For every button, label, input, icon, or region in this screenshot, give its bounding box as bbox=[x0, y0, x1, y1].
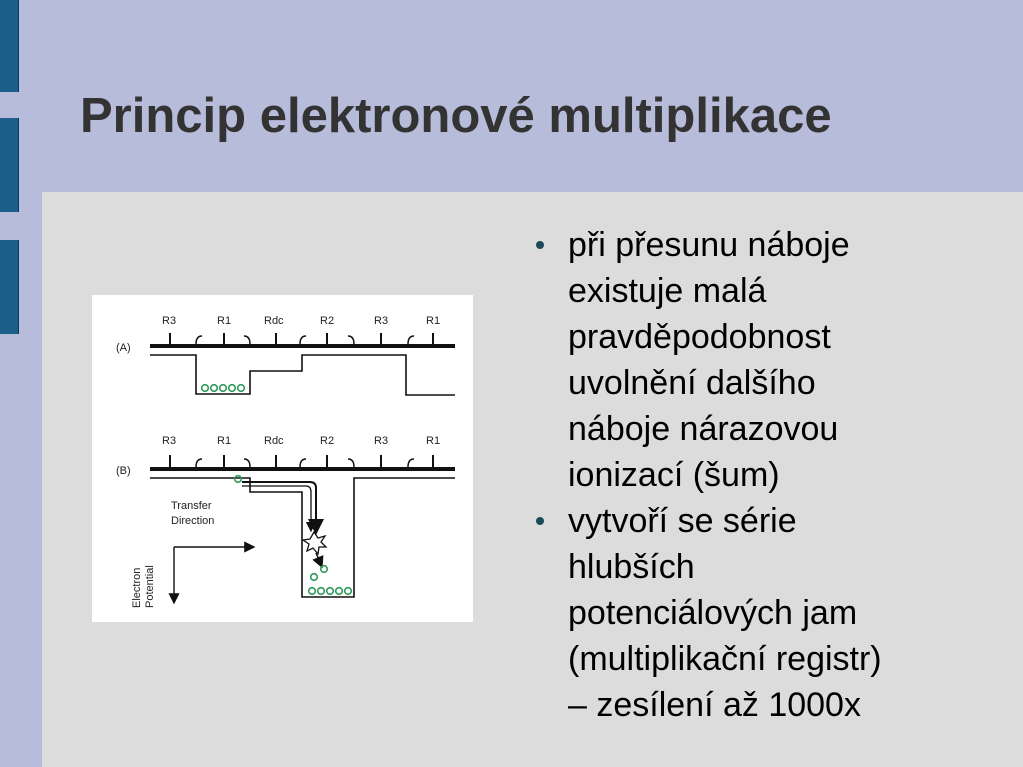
bullet-line: existuje malá bbox=[568, 272, 767, 310]
bullet-line: hlubších bbox=[568, 548, 695, 586]
panel-b-electrode-label: R3 bbox=[162, 435, 176, 447]
secondary-electron-arrow bbox=[312, 552, 324, 569]
panel-b-electrode-label: Rdc bbox=[264, 435, 284, 447]
panel-a-electron-packet bbox=[200, 383, 246, 393]
charge-transfer-arrow bbox=[242, 481, 324, 535]
transfer-direction-label-line1: Transfer bbox=[171, 500, 212, 512]
side-accent-bar-bottom bbox=[0, 240, 19, 334]
panel-b-electrode-label: R1 bbox=[426, 435, 440, 447]
panel-b-electrode-label: R1 bbox=[217, 435, 231, 447]
panel-b-label: (B) bbox=[116, 465, 131, 477]
bullet-line: pravděpodobnost bbox=[568, 318, 831, 356]
bullet-line: vytvoří se série bbox=[568, 502, 797, 540]
panel-b-electrode-label: R2 bbox=[320, 435, 334, 447]
transfer-direction-label-line2: Direction bbox=[171, 515, 214, 527]
bullet-line: ionizací (šum) bbox=[568, 456, 780, 494]
bullet-dot-icon bbox=[536, 241, 544, 249]
bullet-item: vytvoří se série hlubších potenciálových… bbox=[532, 498, 1002, 728]
bullet-dot-icon bbox=[536, 517, 544, 525]
bullet-list: při přesunu náboje existuje malá pravděp… bbox=[532, 222, 1002, 728]
bullet-item: při přesunu náboje existuje malá pravděp… bbox=[532, 222, 1002, 498]
panel-b-potential-profile bbox=[150, 477, 455, 598]
bullet-line: – zesílení až 1000x bbox=[568, 686, 861, 724]
side-accent-bar-middle bbox=[0, 118, 19, 212]
emccd-diagram-svg: (A) R3 R1 Rdc R2 R3 R1 bbox=[116, 315, 455, 608]
electron-potential-label-line1: Electron bbox=[131, 568, 143, 608]
panel-a-electrode-bus bbox=[150, 333, 455, 348]
bullet-line: náboje nárazovou bbox=[568, 410, 839, 448]
panel-a-potential-profile bbox=[150, 354, 455, 396]
panel-a-electrode-labels: R3 R1 Rdc R2 R3 R1 bbox=[162, 315, 440, 327]
charge-transfer-arrow-second bbox=[242, 485, 317, 533]
bullet-line: potenciálových jam bbox=[568, 594, 858, 632]
panel-b-electrode-label: R3 bbox=[374, 435, 388, 447]
impact-ionization-star-icon bbox=[301, 530, 328, 556]
content-panel: (A) R3 R1 Rdc R2 R3 R1 bbox=[42, 192, 1023, 767]
bullet-line: uvolnění dalšího bbox=[568, 364, 816, 402]
electron-potential-label-line2: Potential bbox=[144, 565, 156, 608]
panel-a-electrode-label: R2 bbox=[320, 315, 334, 327]
panel-a-electrode-label: R3 bbox=[162, 315, 176, 327]
panel-a-electrode-label: R3 bbox=[374, 315, 388, 327]
panel-b-electrode-labels: R3 R1 Rdc R2 R3 R1 bbox=[162, 435, 440, 447]
panel-a-electrode-label: R1 bbox=[426, 315, 440, 327]
panel-a-electrode-label: Rdc bbox=[264, 315, 284, 327]
panel-b-electrons bbox=[233, 474, 353, 596]
emccd-diagram: (A) R3 R1 Rdc R2 R3 R1 bbox=[92, 295, 473, 622]
panel-a-label: (A) bbox=[116, 342, 131, 354]
slide-title: Princip elektronové multiplikace bbox=[80, 89, 832, 143]
panel-a-electrode-label: R1 bbox=[217, 315, 231, 327]
side-accent-bar-top bbox=[0, 0, 19, 92]
bullet-line: při přesunu náboje bbox=[568, 226, 850, 264]
panel-b-electrode-bus bbox=[150, 455, 455, 471]
bullet-line: (multiplikační registr) bbox=[568, 640, 882, 678]
